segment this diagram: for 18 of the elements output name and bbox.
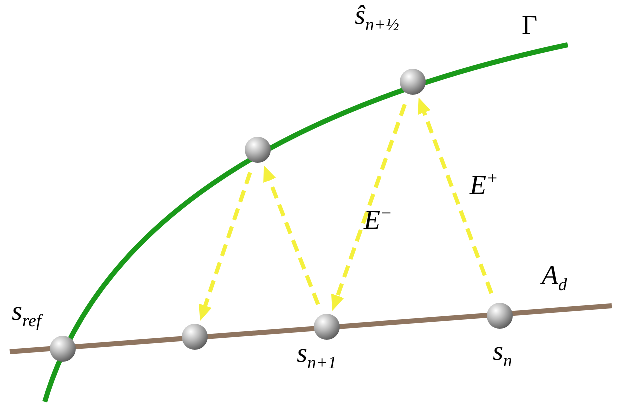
- sphere: [400, 69, 426, 95]
- edge-label: E$^{−}$: [364, 205, 392, 234]
- point-label: s$_{ref}$: [12, 298, 42, 330]
- edge-label: E$^{+}$: [470, 170, 498, 199]
- line-label: A$_{d}$: [542, 262, 568, 294]
- sphere: [182, 324, 208, 350]
- point-label: s$_{n}$: [493, 338, 512, 370]
- dashed-arrow: [418, 98, 494, 294]
- point-label: s$_{n+1}$: [297, 340, 337, 372]
- dashed-arrow: [199, 172, 252, 322]
- sphere: [487, 303, 513, 329]
- curve-label: Γ: [522, 12, 538, 39]
- sphere: [314, 314, 340, 340]
- sphere: [245, 137, 271, 163]
- point-label: ŝ$_{n+½}$: [355, 2, 400, 34]
- dashed-arrow: [264, 166, 320, 306]
- sphere: [50, 336, 76, 362]
- dashed-arrow: [331, 104, 407, 312]
